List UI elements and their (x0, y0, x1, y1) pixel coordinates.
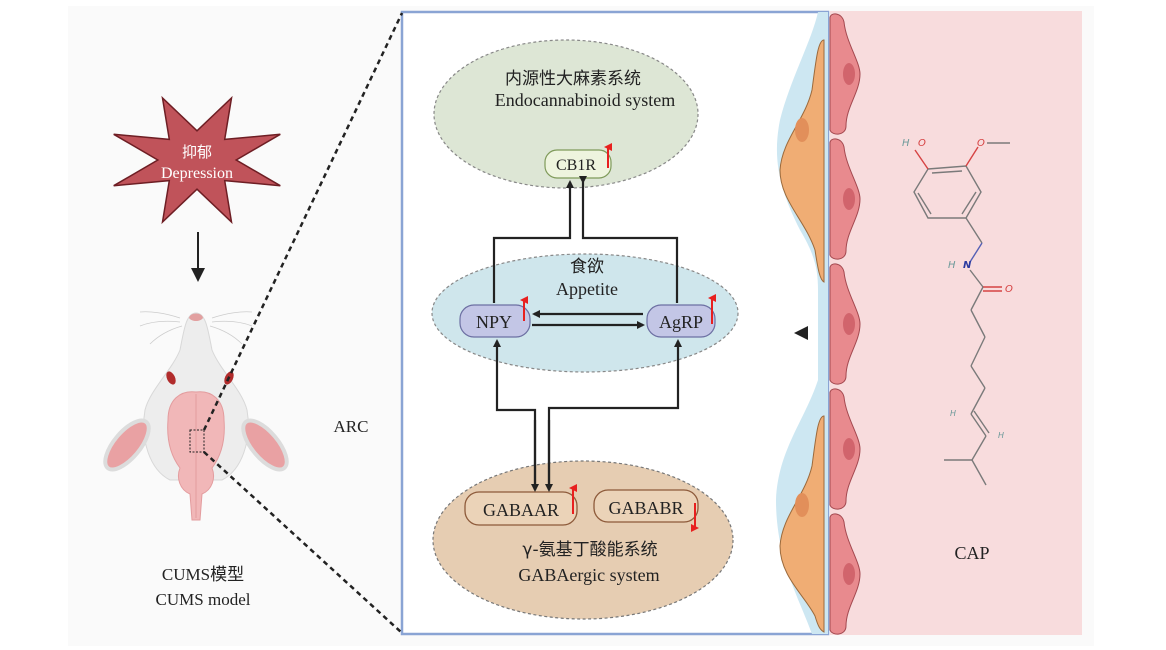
endothelial-cells (829, 13, 861, 635)
atom-h-hydroxyl: H (902, 138, 910, 149)
endocannabinoid-label-en: Endocannabinoid system (495, 90, 675, 110)
cell-nucleus (843, 63, 855, 85)
depression-label-zh: 抑郁 (182, 143, 212, 161)
zoom-line-top (202, 12, 404, 431)
receptor-cb1r-label: CB1R (556, 157, 596, 174)
cell-nucleus (843, 438, 855, 460)
capsaicin-molecule (913, 142, 1010, 486)
depression-star (113, 95, 281, 225)
receptor-gabaar (464, 491, 578, 526)
receptor-npy-label: NPY (476, 312, 512, 332)
receptor-agrp (646, 304, 716, 338)
arc-label: ARC (334, 417, 369, 436)
atom-o-hydroxyl: O (918, 138, 926, 149)
atom-n: N (963, 260, 972, 271)
atom-o-methoxy: O (977, 138, 985, 149)
arrow-agrp-to-cb1r (579, 176, 679, 303)
receptor-agrp-label: AgRP (659, 312, 703, 332)
receptor-gababr-label: GABABR (608, 498, 683, 518)
receptor-gabaar-label: GABAAR (483, 500, 559, 520)
cell-nucleus (843, 313, 855, 335)
gabaergic-label-zh: γ-氨基丁酸能系统 (522, 540, 657, 560)
model-label-en: CUMS model (156, 590, 251, 609)
atom-h-amine: H (948, 260, 956, 271)
endocannabinoid-system (433, 39, 699, 189)
arrow-npy-to-cb1r (492, 180, 574, 303)
cell-nucleus (843, 188, 855, 210)
depression-label-en: Depression (161, 165, 233, 182)
endocannabinoid-label-zh: 内源性大麻素系统 (505, 69, 641, 89)
atom-h-alkene-2: H (998, 431, 1004, 440)
appetite-label-zh: 食欲 (570, 257, 604, 277)
gabaergic-label-en: GABAergic system (518, 565, 659, 585)
model-label-zh: CUMS模型 (162, 565, 244, 584)
receptor-gababr (593, 489, 699, 523)
atom-o-carbonyl: O (1005, 284, 1013, 295)
molecule-atom-labels: H O O H N O H H (902, 138, 1013, 440)
orange-cells (779, 39, 825, 633)
cap-region (830, 11, 1082, 635)
appetite-label-en: Appetite (556, 279, 618, 299)
receptor-npy (459, 304, 531, 338)
atom-h-alkene-1: H (950, 409, 956, 418)
pathway-arrows (492, 176, 682, 492)
cell-nucleus (843, 563, 855, 585)
cap-label: CAP (954, 543, 989, 563)
rat-head-illustration (103, 311, 289, 521)
receptor-cb1r (544, 149, 612, 179)
